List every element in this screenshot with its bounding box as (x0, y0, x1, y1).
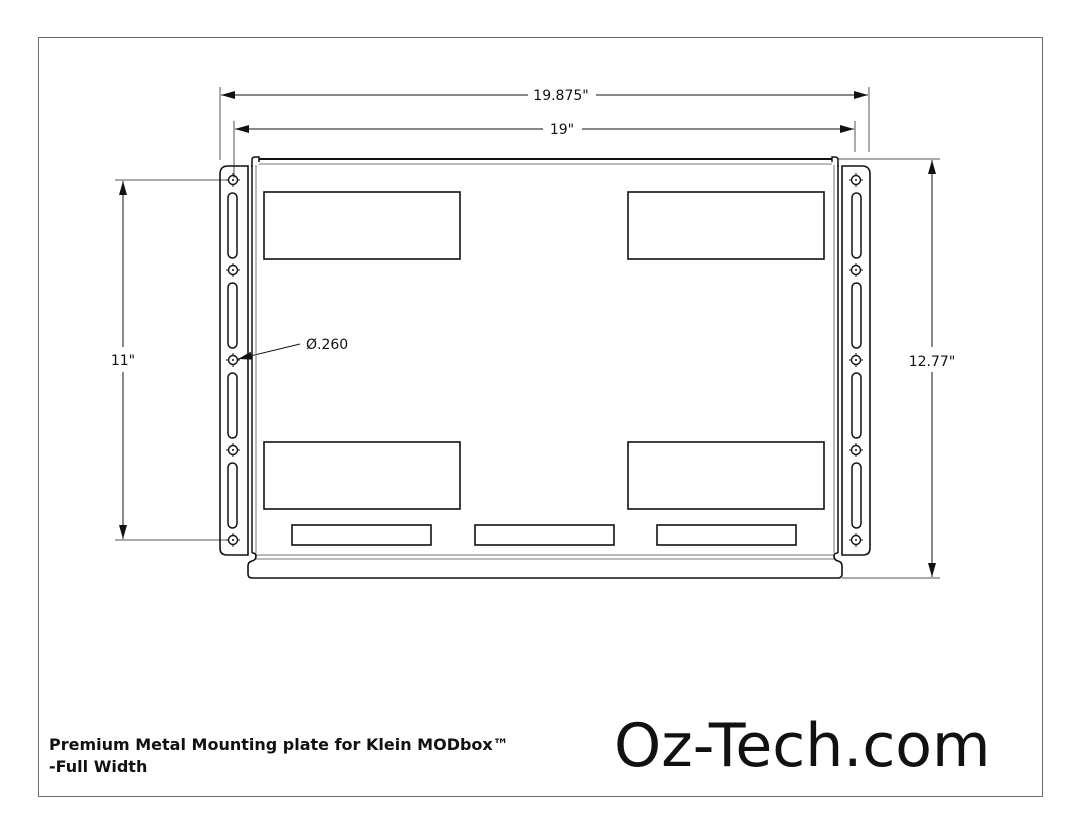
mounting-hole-icon (225, 172, 241, 188)
mounting-hole-icon (848, 172, 864, 188)
overall-width-label: 19.875" (533, 88, 588, 104)
dimension-hole-span-height: 11" (111, 179, 226, 541)
title-line-1: Premium Metal Mounting plate for Klein M… (49, 735, 509, 754)
right-rack-ear (841, 165, 871, 556)
inner-width-label: 19" (550, 122, 574, 138)
dimension-overall-width: 19.875" (219, 87, 870, 160)
mounting-hole-icon (225, 262, 241, 278)
cutout-top-right (627, 191, 825, 260)
left-rack-ear (219, 165, 249, 556)
mounting-hole-icon (848, 532, 864, 548)
mounting-plate (247, 156, 843, 579)
mounting-hole-icon (848, 352, 864, 368)
hole-diameter-label: Ø.260 (306, 337, 348, 353)
overall-height-label: 12.77" (909, 354, 956, 370)
slot-bottom-center (474, 524, 615, 546)
cutout-bottom-right (627, 441, 825, 510)
drawing-title: Premium Metal Mounting plate for Klein M… (49, 734, 509, 778)
hole-span-height-label: 11" (111, 353, 135, 369)
hole-diameter-callout: Ø.260 (237, 337, 348, 360)
mounting-hole-icon (225, 532, 241, 548)
dimension-inner-width: 19" (233, 121, 856, 178)
slot-bottom-right (656, 524, 797, 546)
mounting-hole-icon (225, 352, 241, 368)
cutout-top-left (263, 191, 461, 260)
mounting-hole-icon (848, 262, 864, 278)
cutout-bottom-left (263, 441, 461, 510)
drawing-sheet-border (38, 37, 1043, 797)
mounting-hole-icon (848, 442, 864, 458)
slot-bottom-left (291, 524, 432, 546)
title-line-2: -Full Width (49, 757, 148, 776)
mounting-hole-icon (225, 442, 241, 458)
brand-logo-text: Oz-Tech.com (614, 711, 991, 781)
dimension-overall-height: 12.77" (838, 158, 956, 579)
